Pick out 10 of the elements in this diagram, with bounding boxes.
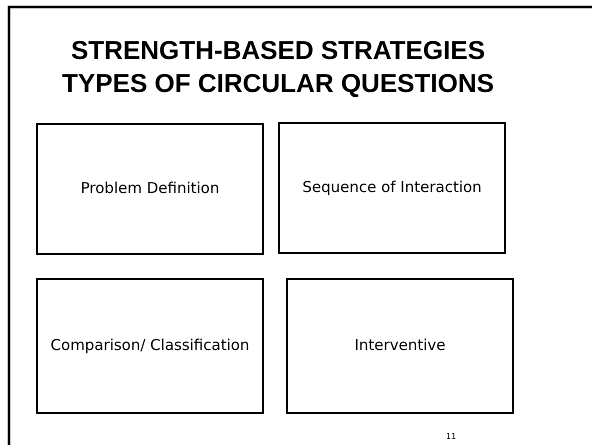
- category-box: [286, 278, 514, 414]
- category-box: [36, 123, 264, 255]
- category-box: [36, 278, 264, 414]
- page-number: 11: [446, 432, 456, 441]
- box-label: Sequence of Interaction: [302, 179, 482, 197]
- category-box: [278, 122, 506, 254]
- box-label: Interventive: [354, 337, 446, 355]
- slide-title: STRENGTH-BASED STRATEGIES TYPES OF CIRCULAR QUESTIONS: [61, 34, 495, 100]
- box-label: Comparison/ Classification: [50, 337, 250, 355]
- box-label: Problem Definition: [80, 180, 220, 198]
